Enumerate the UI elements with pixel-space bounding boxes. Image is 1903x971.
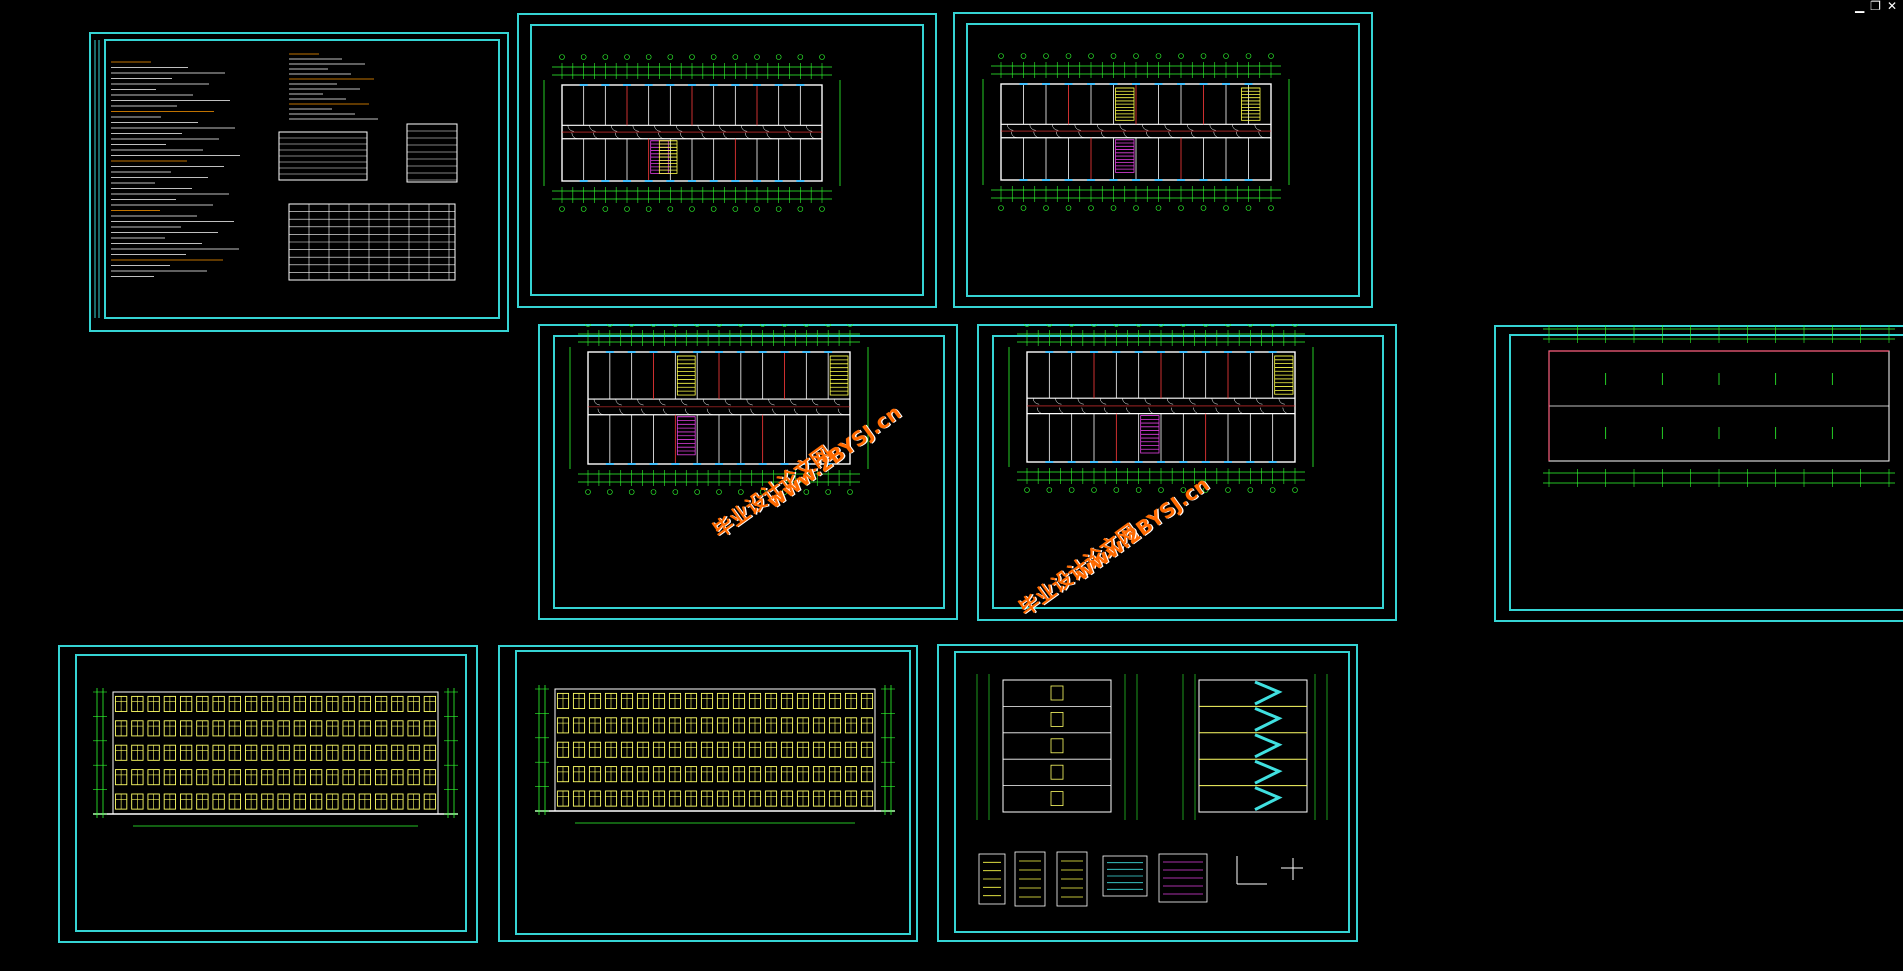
minimize-icon[interactable]: ▁: [1854, 0, 1865, 13]
restore-icon[interactable]: ❐: [1870, 0, 1881, 13]
notes-text-block: [111, 53, 378, 277]
sheet-standard-floor-plan-a[interactable]: [538, 324, 958, 620]
sheet-roof-plan[interactable]: [1494, 325, 1903, 622]
sheet-standard-floor-plan-b[interactable]: [977, 324, 1397, 621]
notes-tables: [279, 123, 457, 281]
sheet-ground-floor-plan[interactable]: [517, 13, 937, 308]
sheet-front-elevation[interactable]: [58, 645, 478, 943]
elevation-drawing: [535, 685, 895, 824]
floor-plan-drawing: [543, 54, 841, 212]
floor-plan-drawing: [569, 324, 869, 495]
elevation-drawing: [93, 688, 458, 827]
sheet-sections-and-details[interactable]: [937, 644, 1358, 942]
roof-plan-drawing: [1543, 325, 1895, 487]
close-icon[interactable]: ✕: [1886, 0, 1897, 13]
sheet-design-notes[interactable]: [89, 32, 509, 332]
window-controls: ▁ ❐ ✕: [1849, 0, 1903, 12]
floor-plan-drawing: [1008, 324, 1314, 493]
sheet-upper-floor-plan-a[interactable]: [953, 12, 1373, 308]
sheet-rear-elevation[interactable]: [498, 645, 918, 942]
section-drawing: [976, 674, 1328, 907]
floor-plan-drawing: [982, 53, 1290, 211]
